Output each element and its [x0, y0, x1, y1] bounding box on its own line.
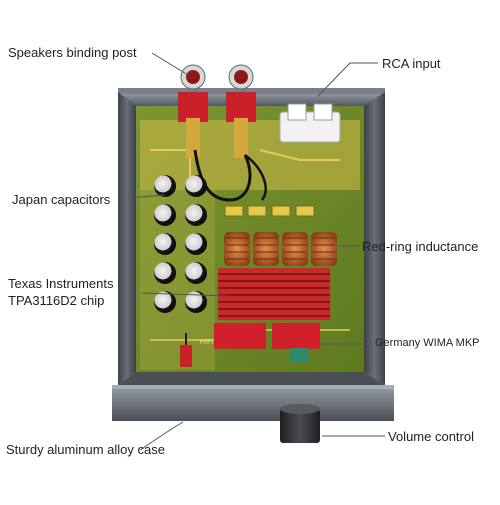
label-germany-wima-mkp: Germany WIMA MKP [375, 337, 480, 349]
inductors [224, 232, 337, 266]
case-front-plate [112, 372, 394, 421]
internal-wires [193, 149, 267, 202]
label-texas-instruments: Texas Instruments [8, 276, 114, 291]
volume-knob [280, 404, 320, 443]
capacitors [154, 175, 207, 313]
leader-speakers [151, 52, 189, 76]
hifi-marking: HIFI [200, 339, 213, 346]
rca-jack-block [279, 103, 341, 143]
leader-capacitors [127, 194, 166, 199]
small-red-component [180, 333, 192, 367]
leader-chip [141, 292, 229, 297]
case-side-walls [118, 92, 385, 385]
heatsink [218, 268, 330, 320]
label-red-ring-inductance: Red-ring inductance [362, 239, 479, 254]
label-volume-control: Volume control [388, 429, 474, 444]
label-rca-input: RCA input [382, 56, 441, 71]
label-japan-capacitors: Japan capacitors [12, 192, 111, 207]
label-tpa3116d2-chip: TPA3116D2 chip [8, 293, 105, 308]
leader-lines [127, 52, 385, 451]
wima-capacitors [214, 323, 320, 362]
label-speakers-binding-post: Speakers binding post [8, 45, 137, 60]
small-film-capacitors [224, 205, 315, 217]
label-sturdy-aluminum-case: Sturdy aluminum alloy case [6, 442, 165, 457]
speaker-binding-posts [178, 64, 256, 158]
leader-rca [317, 62, 378, 97]
leader-case [139, 421, 184, 451]
